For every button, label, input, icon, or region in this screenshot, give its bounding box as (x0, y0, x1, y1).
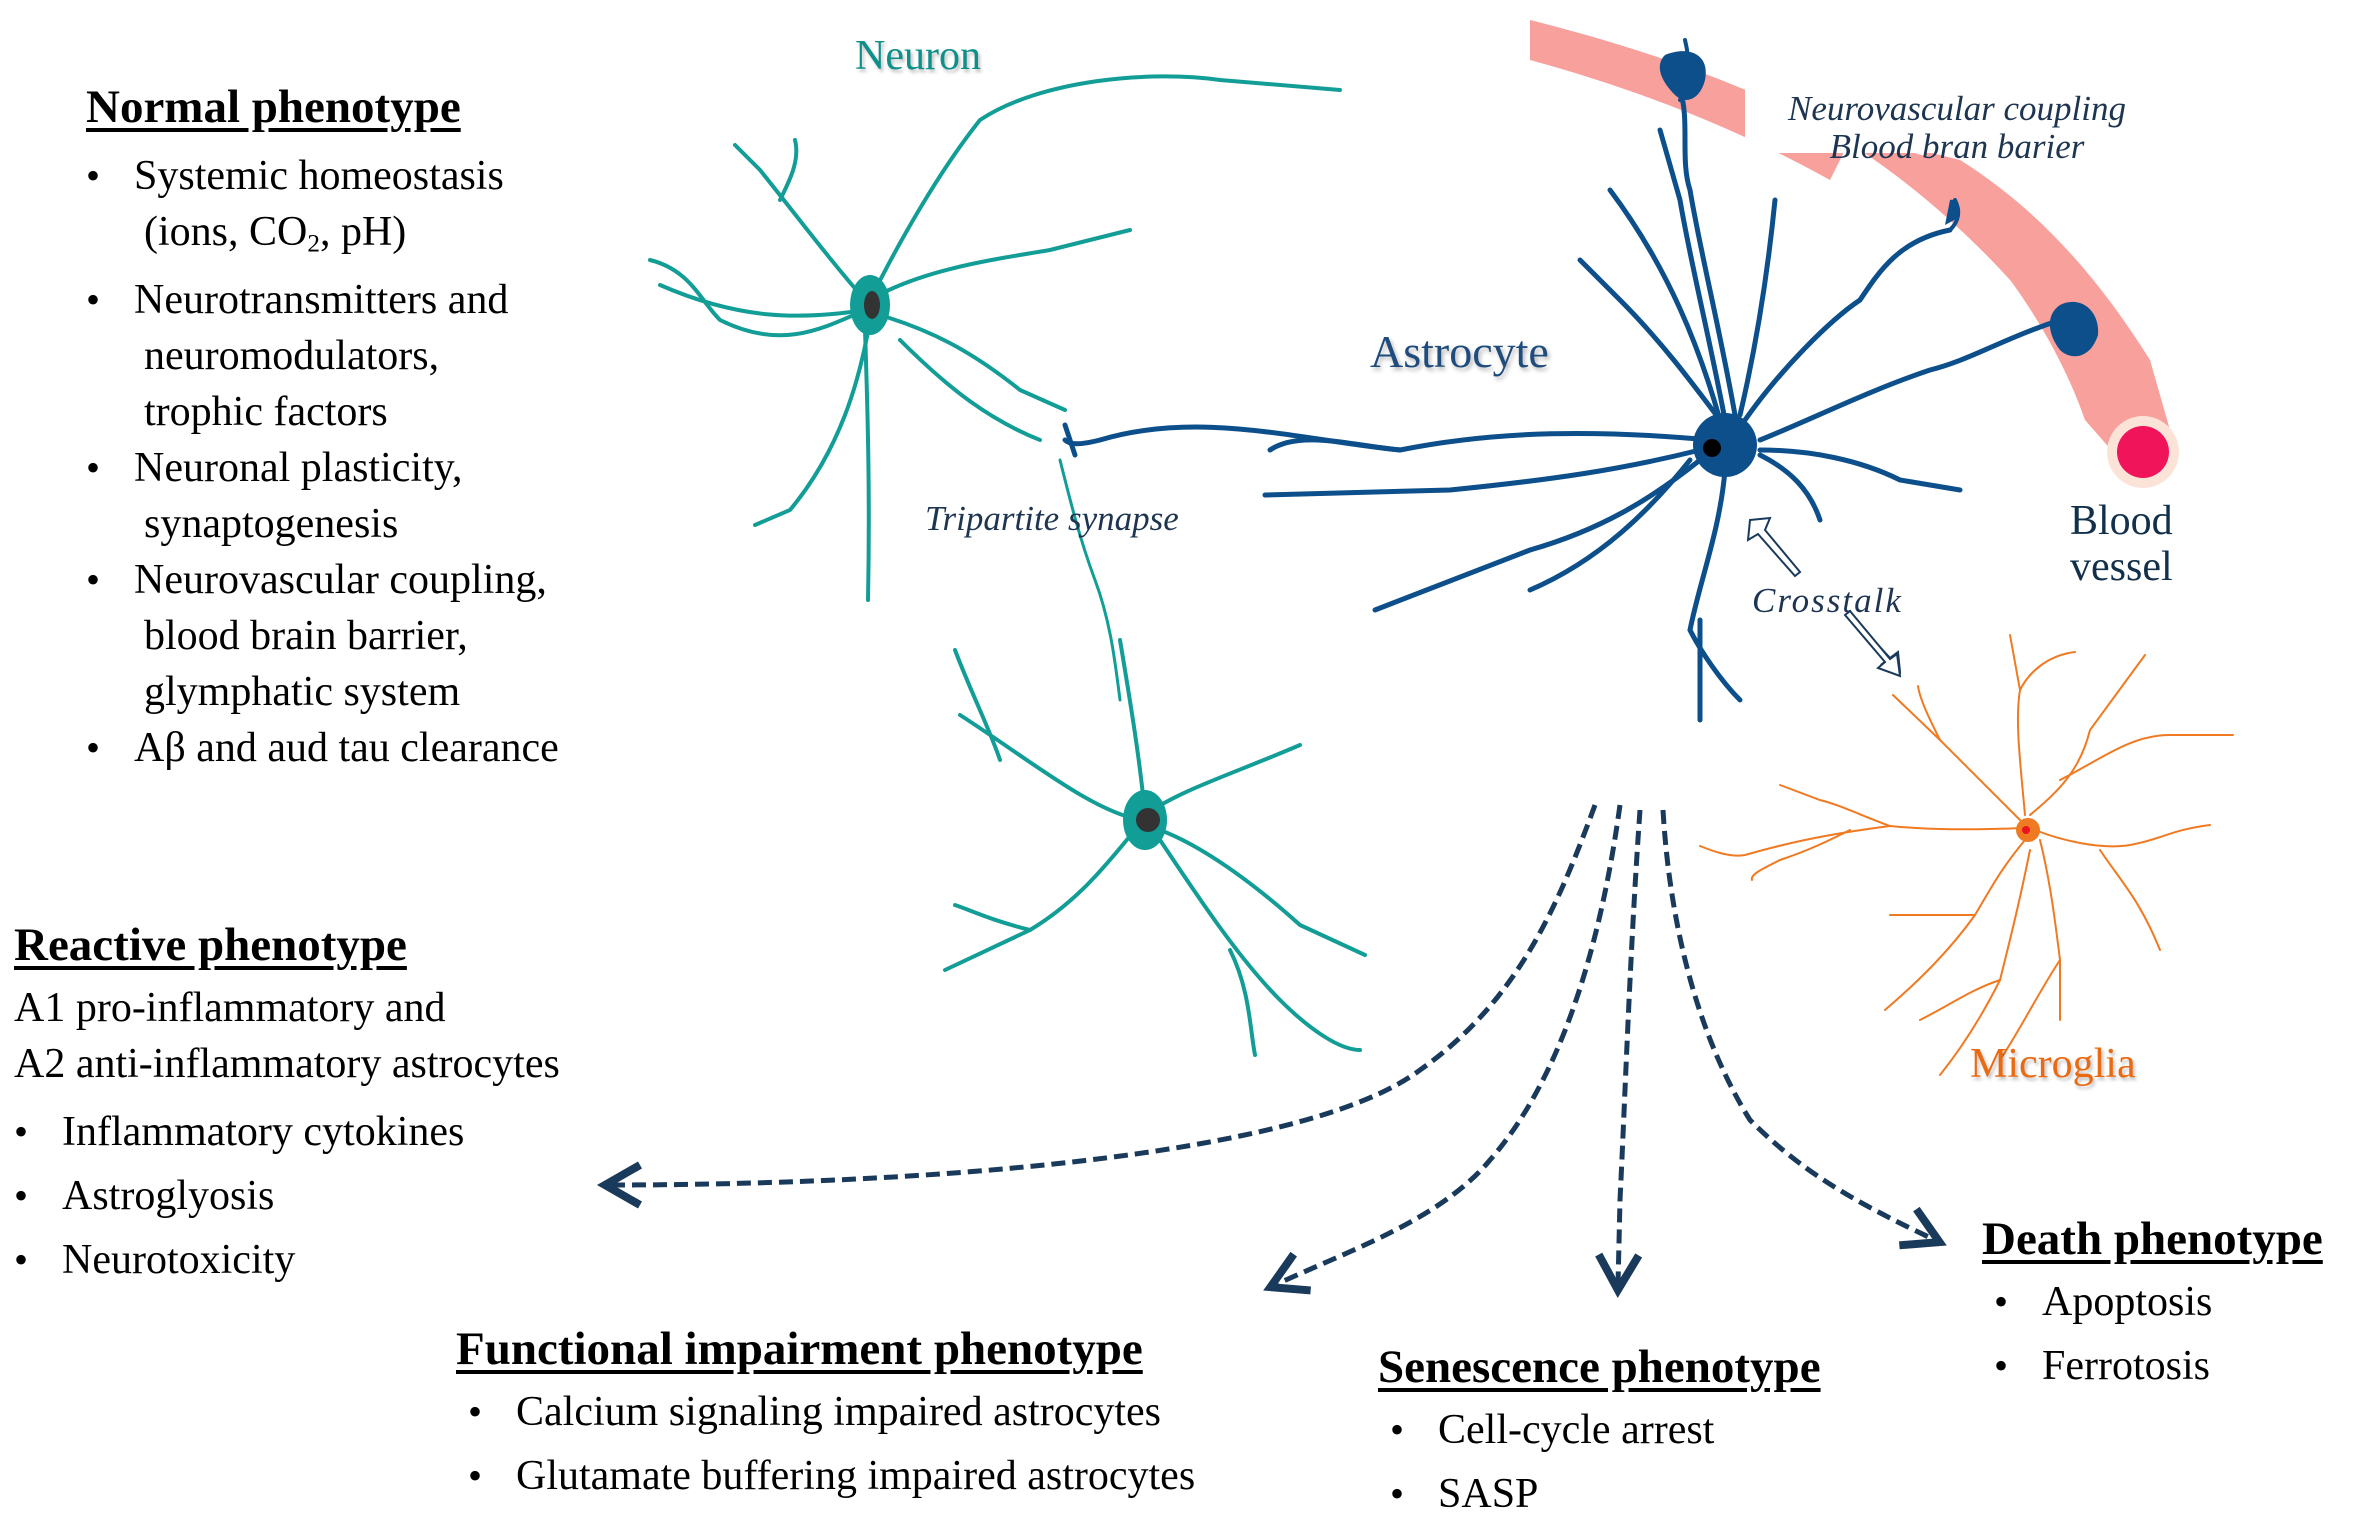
arrow-to-senescence (1595, 809, 1643, 1299)
blood-vessel-label-line1: Blood (2070, 498, 2173, 544)
list-item: Aβ and aud tau clearance (86, 720, 559, 776)
list-item: Systemic homeostasis (ions, CO2, pH) (86, 148, 559, 272)
vessel-lumen (2117, 426, 2169, 478)
astrocyte-endfoot (2049, 301, 2099, 357)
functional-phenotype-list: Calcium signaling impaired astrocytes Gl… (468, 1380, 1195, 1508)
microglia-cell-drawing (1699, 634, 2234, 1076)
neurovascular-label-line1: Neurovascular coupling (1788, 89, 2126, 128)
list-item: Calcium signaling impaired astrocytes (468, 1380, 1195, 1444)
astrocyte-endfoot (1945, 199, 1960, 225)
neuron-cell-drawing-lower (943, 638, 1367, 1057)
normal-phenotype-section: Normal phenotype Systemic homeostasis (i… (86, 80, 559, 776)
list-item: Inflammatory cytokines (14, 1100, 560, 1164)
list-item: Neuronal plasticity, synaptogenesis (86, 440, 559, 552)
reactive-phenotype-list: Inflammatory cytokines Astroglyosis Neur… (14, 1100, 560, 1292)
arrow-to-reactive (596, 804, 1598, 1209)
microglia-label: Microglia (1970, 1041, 2136, 1087)
senescence-phenotype-list: Cell-cycle arrest SASP (1390, 1398, 1821, 1526)
microglia-nucleus (2022, 826, 2030, 834)
normal-phenotype-list: Systemic homeostasis (ions, CO2, pH) Neu… (86, 148, 559, 776)
death-phenotype-list: Apoptosis Ferrotosis (1994, 1270, 2323, 1398)
reactive-phenotype-title: Reactive phenotype (14, 919, 407, 971)
astrocyte-soma (1693, 413, 1757, 477)
functional-phenotype-section: Functional impairment phenotype Calcium … (456, 1322, 1195, 1508)
astrocyte-label: Astrocyte (1370, 326, 1549, 377)
list-item: Neurotransmitters and neuromodulators, t… (86, 272, 559, 440)
astrocyte-nucleus (1703, 439, 1721, 457)
list-item: Neurovascular coupling, blood brain barr… (86, 552, 559, 720)
list-item: Glutamate buffering impaired astrocytes (468, 1444, 1195, 1508)
blood-vessel-label-line2: vessel (2070, 544, 2173, 590)
astrocyte-endfoot (1659, 51, 1706, 100)
list-item: Ferrotosis (1994, 1334, 2323, 1398)
reactive-subtitle-line2: A2 anti-inflammatory astrocytes (14, 1041, 560, 1088)
senescence-phenotype-title: Senescence phenotype (1378, 1341, 1821, 1393)
reactive-subtitle-line1: A1 pro-inflammatory and (14, 985, 446, 1032)
astrocyte-cell-drawing (1062, 38, 2063, 723)
neurovascular-label: Neurovascular coupling Blood bran barier (1762, 90, 2152, 166)
neuron-nucleus-lower (1136, 808, 1160, 832)
neuron-cell-drawing (648, 74, 1342, 702)
death-phenotype-title: Death phenotype (1982, 1213, 2323, 1265)
functional-phenotype-title: Functional impairment phenotype (456, 1323, 1143, 1375)
phenotype-arrows (596, 804, 1947, 1299)
list-item: SASP (1390, 1462, 1821, 1526)
arrow-to-death (1660, 809, 1947, 1250)
list-item: Astroglyosis (14, 1164, 560, 1228)
blood-vessel-label: Blood vessel (2070, 498, 2173, 590)
arrow-to-functional (1263, 804, 1623, 1295)
crosstalk-label: Crosstalk (1752, 581, 1903, 620)
senescence-phenotype-section: Senescence phenotype Cell-cycle arrest S… (1378, 1340, 1821, 1526)
death-phenotype-section: Death phenotype Apoptosis Ferrotosis (1982, 1212, 2323, 1398)
tripartite-synapse-label: Tripartite synapse (925, 499, 1179, 538)
reactive-phenotype-section: Reactive phenotype A1 pro-inflammatory a… (14, 918, 560, 1292)
list-item: Cell-cycle arrest (1390, 1398, 1821, 1462)
neurovascular-label-line2: Blood bran barier (1829, 127, 2085, 166)
double-headed-hollow-arrows (1746, 516, 1902, 678)
neuron-label: Neuron (855, 33, 981, 79)
list-item: Neurotoxicity (14, 1228, 560, 1292)
neuron-nucleus (864, 291, 880, 319)
normal-phenotype-title: Normal phenotype (86, 81, 461, 133)
list-item: Apoptosis (1994, 1270, 2323, 1334)
